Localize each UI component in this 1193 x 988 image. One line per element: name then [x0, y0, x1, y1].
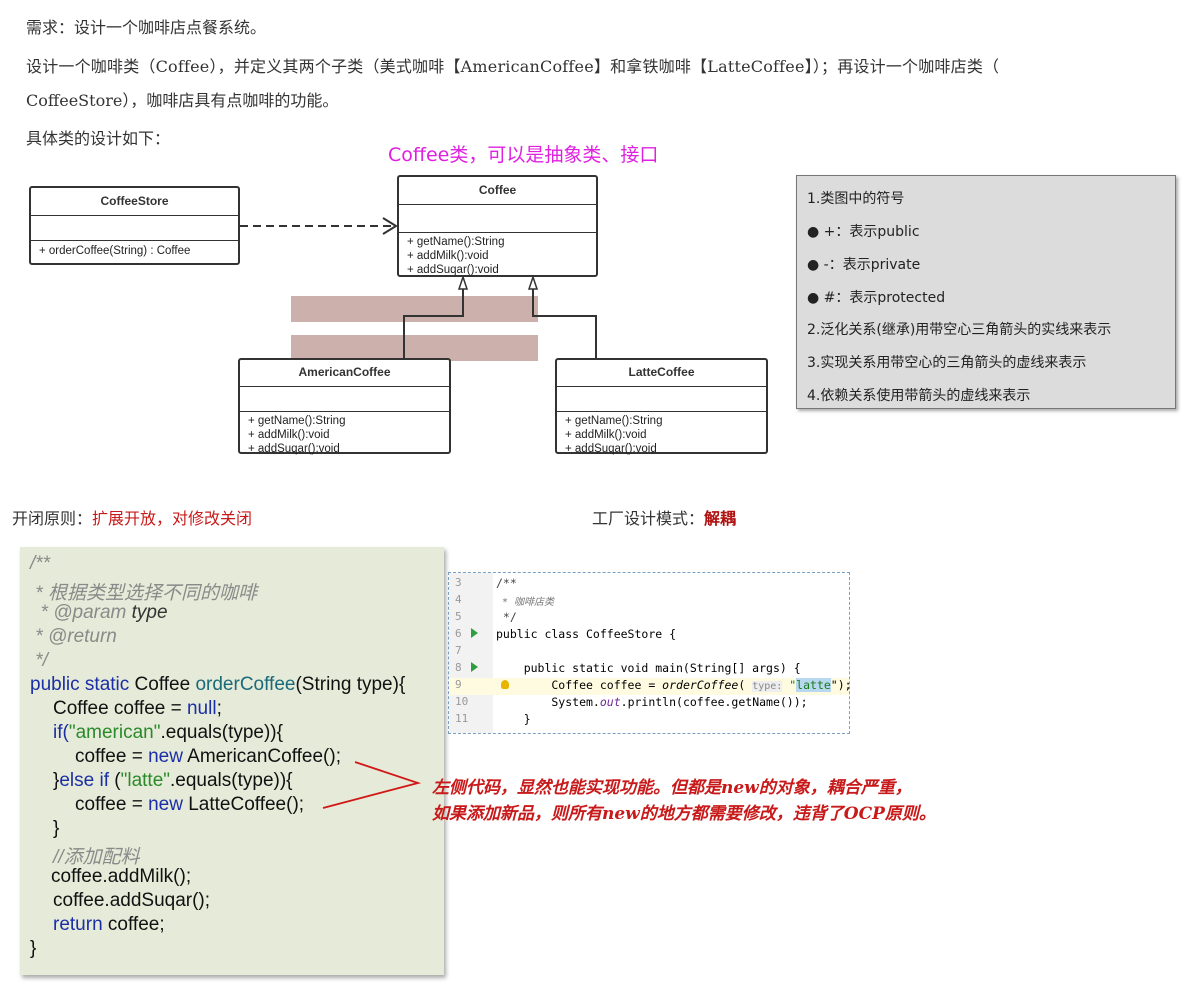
ide-code-snippet: 3/** 4 * 咖啡店类 5 */ 6 public class Coffee… — [448, 572, 852, 734]
code-line: coffee = new LatteCoffee(); — [75, 794, 305, 815]
requirement-desc-1: 设计一个咖啡类（Coffee），并定义其两个子类（美式咖啡【AmericanCo… — [26, 57, 1000, 76]
class-name: Coffee — [399, 177, 596, 205]
legend-item: 3.实现关系用带空心的三角箭头的虚线来表示 — [807, 355, 1087, 371]
legend-item: ● +：表示public — [807, 224, 920, 240]
legend-item: 4.依赖关系使用带箭头的虚线来表示 — [807, 388, 1031, 404]
uml-legend: 1.类图中的符号 ● +：表示public ● -：表示private ● #：… — [796, 175, 1176, 409]
run-icon[interactable] — [471, 628, 478, 638]
parameter-hint: type: — [752, 681, 783, 692]
code-line: * @param type — [30, 602, 168, 623]
operation: + getName():String — [248, 415, 346, 427]
line-number-gutter — [449, 573, 493, 733]
class-attributes — [31, 216, 238, 241]
run-icon[interactable] — [471, 662, 478, 672]
operation: + addMilk():void — [407, 250, 489, 262]
dependency-arrowhead — [382, 217, 398, 235]
code-row: 3/** — [455, 576, 517, 590]
ocp-label: 开闭原则： — [12, 509, 93, 528]
highlight-bar-top — [291, 296, 538, 322]
legend-item: 1.类图中的符号 — [807, 191, 905, 207]
ocp-principle: 开闭原则：扩展开放，对修改关闭 — [12, 505, 252, 529]
code-line: } — [53, 818, 60, 839]
class-name: LatteCoffee — [557, 360, 766, 387]
code-row: 6 public class CoffeeStore { — [455, 627, 677, 641]
class-coffeestore: CoffeeStore + orderCoffee(String) : Coff… — [29, 186, 240, 265]
generalization-latte — [532, 289, 597, 358]
code-line: coffee = new AmericanCoffee(); — [75, 746, 341, 767]
factory-value: 解耦 — [704, 509, 737, 528]
class-operations: + getName():String + addMilk():void + ad… — [557, 412, 766, 458]
coffee-class-note: Coffee类，可以是抽象类、接口 — [388, 144, 659, 166]
code-row: 8 public static void main(String[] args)… — [455, 661, 801, 675]
code-line: public static Coffee orderCoffee(String … — [30, 674, 406, 695]
operation: + getName():String — [565, 415, 663, 427]
code-line: /** — [30, 553, 51, 574]
operation: + addSuqar():void — [565, 443, 657, 455]
operation: + addMilk():void — [565, 429, 647, 441]
highlight-bar-bottom — [291, 335, 538, 361]
class-attributes — [399, 205, 596, 233]
code-line: //添加配料 — [53, 847, 140, 868]
code-line: if("american".equals(type)){ — [53, 722, 283, 743]
code-row: 5 */ — [455, 610, 517, 624]
code-row: 7 — [455, 644, 462, 657]
lightbulb-icon[interactable] — [501, 680, 509, 689]
code-row-highlighted: 9 Coffee coffee = orderCoffee( type: "la… — [449, 678, 852, 695]
operation: + addMilk():void — [248, 429, 330, 441]
ocp-value: 扩展开放，对修改关闭 — [92, 509, 253, 528]
code-row: 11 } — [455, 712, 531, 726]
class-name: AmericanCoffee — [240, 360, 449, 387]
code-row: 4 * 咖啡店类 — [455, 593, 555, 608]
legend-item: ● -：表示private — [807, 257, 921, 273]
generalization-american-arrowhead — [457, 274, 469, 290]
code-line: }else if ("latte".equals(type)){ — [53, 770, 293, 791]
design-heading: 具体类的设计如下： — [26, 129, 171, 148]
legend-item: ● #：表示protected — [807, 290, 946, 306]
operation: + addSuqar():void — [407, 264, 499, 276]
class-operations: + orderCoffee(String) : Coffee — [31, 241, 238, 260]
class-lattecoffee: LatteCoffee + getName():String + addMilk… — [555, 358, 768, 455]
code-line: * @return — [30, 626, 117, 647]
factory-pattern: 工厂设计模式：解耦 — [592, 505, 736, 529]
code-snippet-ordercoffee: /** * 根据类型选择不同的咖啡 * @param type * @retur… — [20, 547, 444, 975]
operation: + getName():String — [407, 236, 505, 248]
code-line: * 根据类型选择不同的咖啡 — [30, 583, 257, 604]
operation: + orderCoffee(String) : Coffee — [39, 245, 191, 257]
annotation-line-2: 如果添加新品，则所有new的地方都需要修改，违背了OCP原则。 — [432, 804, 936, 824]
class-operations: + getName():String + addMilk():void + ad… — [399, 233, 596, 279]
requirement-desc-2: CoffeeStore），咖啡店具有点咖啡的功能。 — [26, 91, 339, 110]
class-coffee: Coffee + getName():String + addMilk():vo… — [397, 175, 598, 277]
code-line: coffee.addMilk(); — [51, 866, 192, 887]
code-line: Coffee coffee = null; — [53, 698, 222, 719]
annotation-line-1: 左侧代码，显然也能实现功能。但都是new的对象，耦合严重， — [432, 778, 912, 798]
class-attributes — [240, 387, 449, 412]
operation: + addSuqar():void — [248, 443, 340, 455]
code-line: coffee.addSuqar(); — [53, 890, 211, 911]
code-row: 10 System.out.println(coffee.getName()); — [455, 695, 808, 709]
legend-item: 2.泛化关系(继承)用带空心三角箭头的实线来表示 — [807, 322, 1112, 338]
class-operations: + getName():String + addMilk():void + ad… — [240, 412, 449, 458]
factory-label: 工厂设计模式： — [592, 509, 705, 528]
code-line: } — [30, 938, 37, 959]
generalization-american — [403, 289, 464, 358]
class-attributes — [557, 387, 766, 412]
code-line: */ — [30, 650, 48, 671]
class-americancoffee: AmericanCoffee + getName():String + addM… — [238, 358, 451, 455]
annotation-arrow — [322, 761, 422, 809]
code-line: return coffee; — [53, 914, 165, 935]
uml-connectors — [240, 217, 597, 361]
generalization-latte-arrowhead — [527, 274, 539, 290]
requirement-title: 需求：设计一个咖啡店点餐系统。 — [26, 18, 267, 37]
class-name: CoffeeStore — [31, 188, 238, 216]
